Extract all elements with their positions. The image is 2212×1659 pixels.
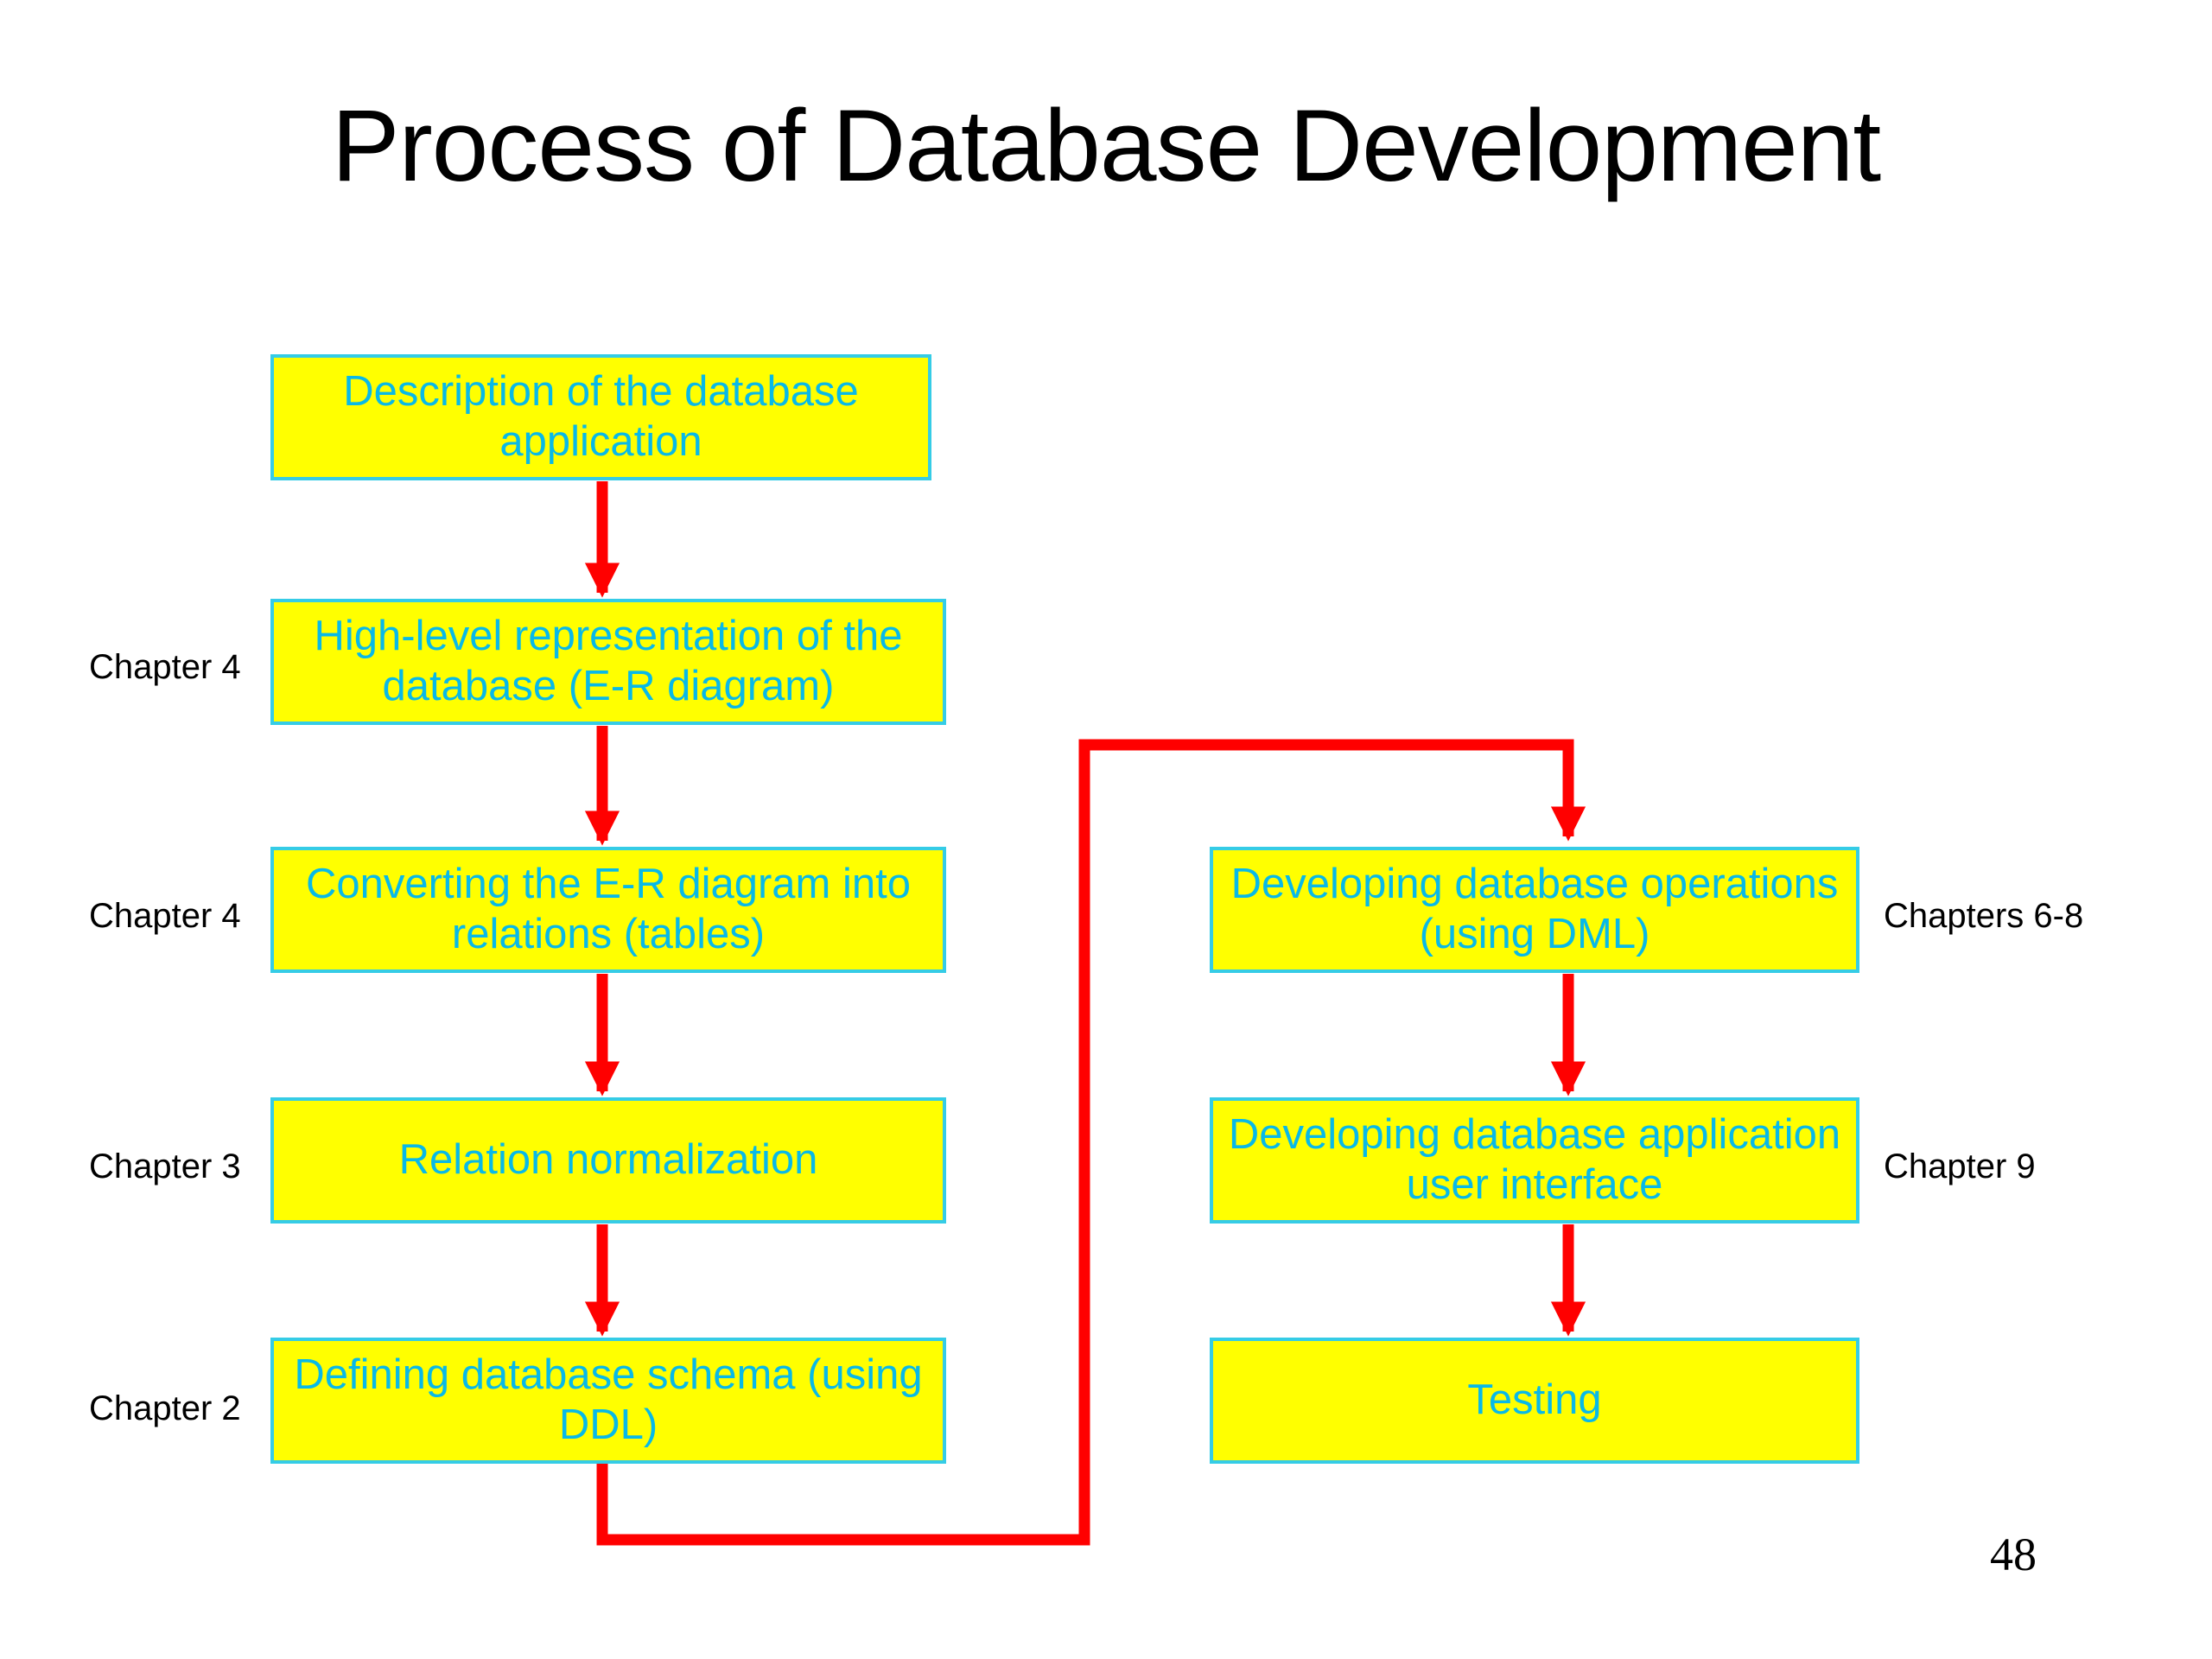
flow-box-schema[interactable]: Defining database schema (using DDL) [270,1338,946,1464]
chapter-label-normalization: Chapter 3 [89,1147,241,1185]
flow-box-description[interactable]: Description of the database application [270,354,931,480]
chapter-label-operations: Chapters 6-8 [1884,897,2084,935]
flow-box-testing-label: Testing [1467,1376,1602,1424]
flow-box-er-diagram-label: High-level representation of the databas… [314,613,903,709]
flow-box-normalization[interactable]: Relation normalization [270,1097,946,1224]
page-number: 48 [1990,1529,2037,1580]
flow-box-operations-label: Developing database operations (using DM… [1230,861,1839,957]
page-title: Process of Database Development [331,89,1881,203]
flow-box-description-label: Description of the database application [343,368,859,465]
flow-box-user-interface-label: Developing database application user int… [1228,1111,1841,1208]
flow-box-normalization-label: Relation normalization [398,1136,818,1184]
flow-box-er-diagram[interactable]: High-level representation of the databas… [270,599,946,725]
flow-box-user-interface[interactable]: Developing database application user int… [1210,1097,1859,1224]
chapter-label-converting: Chapter 4 [89,897,241,935]
flow-box-schema-label: Defining database schema (using DDL) [294,1351,923,1448]
chapter-label-schema: Chapter 2 [89,1389,241,1427]
flow-box-converting[interactable]: Converting the E-R diagram into relation… [270,847,946,973]
chapter-label-user-interface: Chapter 9 [1884,1147,2036,1185]
flow-box-operations[interactable]: Developing database operations (using DM… [1210,847,1859,973]
flow-box-testing[interactable]: Testing [1210,1338,1859,1464]
flow-box-converting-label: Converting the E-R diagram into relation… [306,861,911,957]
chapter-label-er-diagram: Chapter 4 [89,648,241,686]
